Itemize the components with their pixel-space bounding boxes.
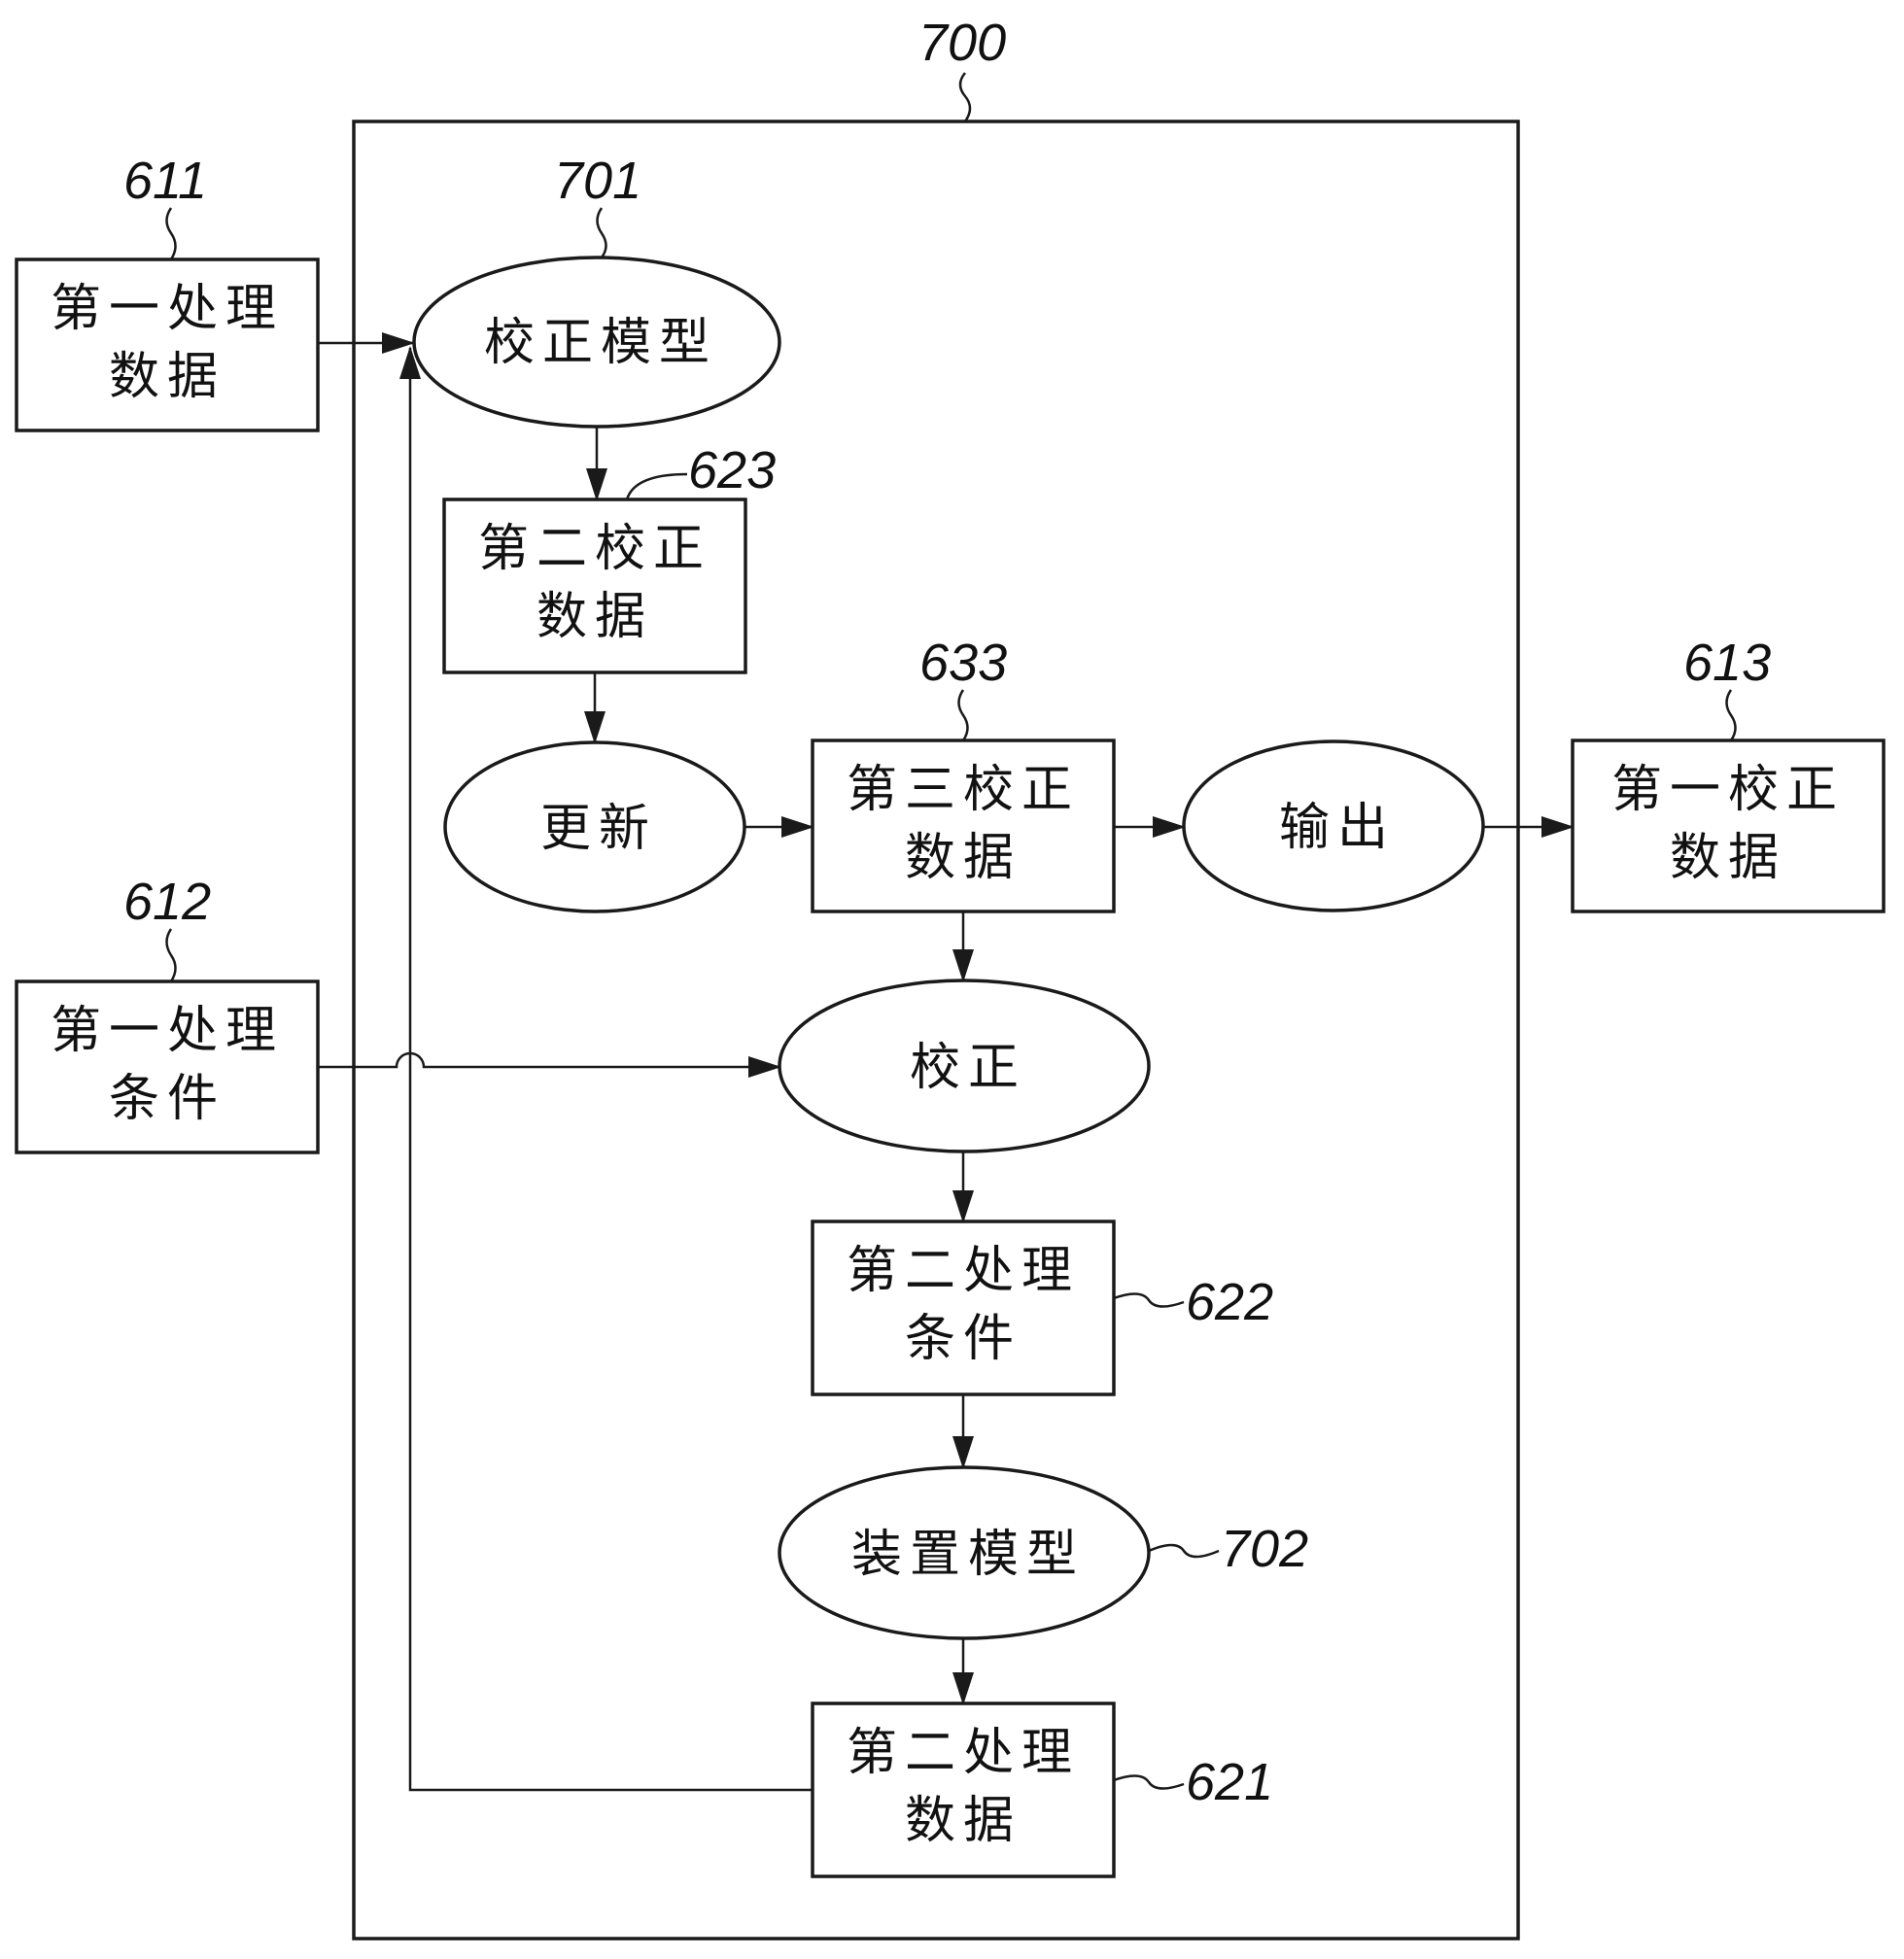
text-correct: 校正 [910,1039,1026,1097]
leader-633 [957,689,969,741]
text-second-process-data-line2: 数据 [905,1792,1021,1850]
leader-623 [625,472,688,500]
text-device-model: 装置模型 [851,1526,1085,1584]
text-first-process-conditions-line2: 条件 [109,1070,225,1128]
text-second-correction-data-line2: 数据 [537,588,653,646]
ref-label-613: 613 [1683,634,1771,692]
ref-label-623: 623 [688,441,776,499]
box-first-process-data [15,258,320,432]
text-first-process-data-line2: 数据 [109,348,225,406]
leader-621 [1113,1774,1185,1790]
text-correction-model: 校正模型 [484,314,717,372]
text-first-correction-data-line1: 第一校正 [1611,761,1845,819]
box-first-process-conditions [15,980,320,1154]
ref-label-612: 612 [123,873,211,931]
ref-label-622: 622 [1186,1273,1273,1331]
ref-label-621: 621 [1186,1753,1273,1811]
container-700 [352,120,1520,1941]
ref-label-702: 702 [1221,1520,1308,1578]
text-output: 输出 [1279,799,1396,857]
box-first-correction-data [1571,739,1886,913]
leader-622 [1113,1292,1185,1308]
feedback-621-to-correction-model [399,346,813,1792]
leader-611 [165,207,177,260]
ref-label-700: 700 [918,14,1006,72]
leader-700 [958,72,972,122]
leader-612 [165,928,177,982]
arrow-612-to-correct [318,1051,781,1078]
leader-702 [1148,1543,1220,1559]
text-third-correction-data-line1: 第三校正 [847,761,1080,819]
text-second-process-conditions-line2: 条件 [905,1310,1021,1368]
text-update: 更新 [540,800,657,858]
text-second-process-conditions-line1: 第二处理 [847,1242,1080,1300]
text-third-correction-data-line2: 数据 [905,829,1021,887]
box-second-process-data [811,1701,1116,1878]
leader-613 [1725,689,1737,741]
leader-701 [596,207,607,258]
ref-label-701: 701 [554,152,641,210]
ref-label-633: 633 [919,634,1007,692]
text-first-process-conditions-line1: 第一处理 [51,1002,284,1060]
ref-label-611: 611 [123,152,207,210]
text-first-correction-data-line2: 数据 [1670,829,1786,887]
text-first-process-data-line1: 第一处理 [51,280,284,338]
text-second-process-data-line1: 第二处理 [847,1724,1080,1782]
text-second-correction-data-line1: 第二校正 [478,520,711,578]
